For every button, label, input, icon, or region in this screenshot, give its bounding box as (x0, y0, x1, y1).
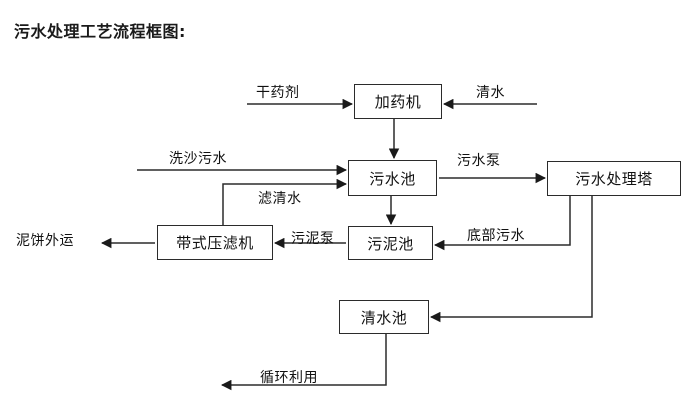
edge-label-sludge-pump: 污泥泵 (291, 231, 335, 247)
node-wastewater-pool[interactable]: 污水池 (348, 160, 437, 196)
node-belt-filter-press[interactable]: 带式压滤机 (157, 225, 273, 260)
node-treatment-tower-label: 污水处理塔 (575, 170, 653, 188)
node-sludge-pool-label: 污泥池 (367, 234, 414, 253)
terminal-mud-cake-out: 泥饼外运 (16, 233, 74, 249)
node-dosing-machine[interactable]: 加药机 (354, 84, 442, 119)
edge-label-sand-wash-wastewater: 洗沙污水 (169, 151, 227, 167)
edge-label-recycle-reuse: 循环利用 (260, 370, 318, 386)
node-belt-filter-press-label: 带式压滤机 (176, 234, 254, 252)
node-sludge-pool[interactable]: 污泥池 (348, 226, 433, 260)
edge-label-clean-water-in: 清水 (476, 85, 505, 101)
node-wastewater-pool-label: 污水池 (369, 169, 416, 188)
edge-treatment-tower-to-clean-water-pool (429, 196, 593, 323)
node-dosing-machine-label: 加药机 (374, 93, 422, 111)
node-clean-water-pool-label: 清水池 (360, 308, 408, 327)
edge-label-filtered-clear-water: 滤清水 (258, 191, 302, 207)
edge-bottom-wastewater-to-sludge-pool (433, 196, 571, 251)
page-title: 污水处理工艺流程框图: (14, 22, 186, 41)
edge-label-wastewater-pump: 污水泵 (457, 153, 501, 169)
edge-filtered-water-to-wastewater-pool (222, 178, 348, 225)
edge-clean-water-pool-to-recycle (220, 334, 387, 391)
node-clean-water-pool[interactable]: 清水池 (339, 300, 429, 334)
edge-label-bottom-wastewater: 底部污水 (467, 228, 525, 244)
edge-label-dry-chemical: 干药剂 (256, 85, 300, 101)
node-treatment-tower[interactable]: 污水处理塔 (547, 161, 681, 196)
